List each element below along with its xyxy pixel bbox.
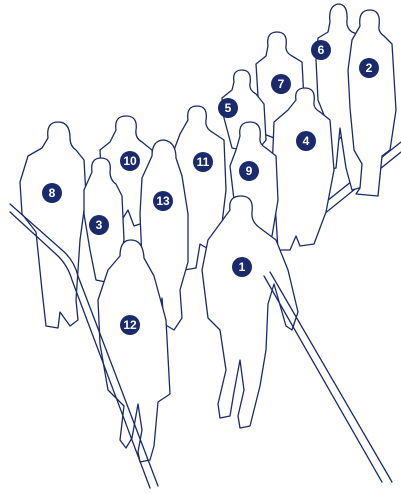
badge-8-label: 8 [49, 186, 56, 200]
badge-1-label: 1 [239, 260, 246, 274]
badge-10-label: 10 [123, 154, 137, 168]
badge-5-label: 5 [225, 101, 232, 115]
badge-11-label: 11 [197, 155, 210, 169]
badge-13-label: 13 [156, 194, 170, 208]
badge-4-label: 4 [303, 134, 310, 148]
badge-6-label: 6 [318, 43, 325, 57]
person-8-silhouette: 8 [20, 122, 86, 328]
badge-3-label: 3 [96, 218, 103, 232]
badge-7-label: 7 [278, 77, 285, 91]
badge-2-label: 2 [366, 61, 373, 75]
badge-12-label: 12 [123, 318, 137, 332]
badge-9-label: 9 [246, 164, 253, 178]
